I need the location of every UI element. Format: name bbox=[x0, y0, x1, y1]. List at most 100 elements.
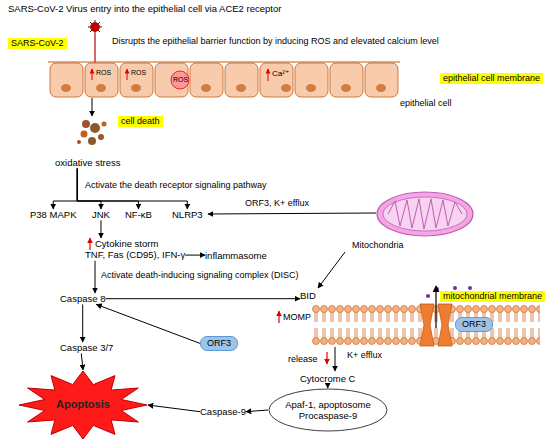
annotation-label: Mitochondria bbox=[352, 240, 404, 251]
mitochondrion bbox=[377, 192, 473, 236]
epithelial-cells bbox=[365, 63, 398, 97]
increase-arrow bbox=[435, 286, 436, 328]
epithelial-cells bbox=[96, 84, 106, 92]
signal-arrow bbox=[318, 252, 345, 288]
lipid-bilayer bbox=[312, 305, 540, 345]
cell-debris bbox=[81, 131, 88, 138]
increase-arrow bbox=[89, 238, 90, 250]
potassium-ions bbox=[468, 286, 472, 290]
ros-symbols bbox=[171, 71, 189, 89]
apoptosome-ellipse: Apaf-1, apoptosome Procaspase-9 bbox=[268, 388, 388, 432]
mitochondrion bbox=[388, 199, 462, 229]
protein-box: ORF3 bbox=[455, 317, 493, 332]
process-text: inflammasome bbox=[205, 250, 267, 261]
cell-debris bbox=[102, 122, 107, 127]
node-label: Caspase-9 bbox=[200, 406, 246, 417]
signal-connector bbox=[82, 304, 83, 342]
epithelial-cells bbox=[281, 84, 291, 92]
increase-arrow bbox=[278, 311, 279, 323]
signal-connector bbox=[185, 255, 205, 256]
node-label: SARS-CoV-2 bbox=[11, 38, 64, 49]
node-label: NF-κB bbox=[125, 209, 152, 220]
signal-connector bbox=[100, 220, 101, 238]
ion-channel bbox=[420, 304, 434, 346]
virus-icon bbox=[88, 20, 102, 34]
epithelial-cells bbox=[260, 63, 293, 97]
annotation-label: Activate the death receptor signaling pa… bbox=[85, 180, 267, 191]
node-label: epithelial cell membrane bbox=[443, 73, 540, 84]
annotation-label: Disrupts the epithelial barrier function… bbox=[112, 36, 439, 47]
cell-debris bbox=[88, 137, 96, 145]
node-label: cell death bbox=[121, 116, 160, 127]
virus-icon bbox=[90, 22, 100, 32]
annotation-label: epithelial cell bbox=[400, 98, 452, 109]
mitochondrion bbox=[377, 192, 473, 236]
epithelial-cells bbox=[295, 63, 328, 97]
highlight-tag: epithelial cell membrane bbox=[440, 73, 543, 84]
signal-connector bbox=[81, 353, 83, 370]
epithelial-cells bbox=[201, 84, 211, 92]
star-outline bbox=[19, 371, 147, 439]
signal-arrow bbox=[208, 213, 376, 214]
pathway-node: NF-κB bbox=[125, 209, 152, 220]
potassium-ions bbox=[426, 294, 430, 298]
epithelial-cells bbox=[50, 63, 83, 97]
epithelial-cells bbox=[225, 63, 258, 97]
diagram-title: SARS-CoV-2 Virus entry into the epitheli… bbox=[8, 3, 281, 14]
epithelial-cells bbox=[155, 63, 188, 97]
process-text: oxidative stress bbox=[55, 157, 120, 168]
node-label: ORF3 bbox=[462, 319, 486, 330]
protein-box: ORF3 bbox=[200, 336, 238, 351]
epithelial-cells bbox=[48, 62, 400, 63]
node-label: inflammasome bbox=[205, 250, 267, 261]
epithelial-cells bbox=[376, 84, 386, 92]
connector-label: Activate death-inducing signaling comple… bbox=[101, 270, 299, 281]
virus-icon bbox=[90, 22, 100, 32]
epithelial-cells bbox=[330, 63, 363, 97]
cell-debris bbox=[98, 134, 104, 140]
signal-connector bbox=[327, 384, 328, 388]
signal-arrow bbox=[335, 347, 336, 371]
ros-symbols bbox=[92, 69, 93, 80]
annotation-label: release bbox=[288, 354, 318, 365]
node-label: mitochondrial membrane bbox=[443, 291, 542, 302]
pathway-node: NLRP3 bbox=[172, 209, 203, 220]
annotation-label: K+ efflux bbox=[347, 350, 382, 361]
node-label: P38 MAPK bbox=[30, 209, 76, 220]
protein-node: Cytocrome C bbox=[300, 373, 355, 384]
ros-symbols bbox=[268, 69, 269, 81]
node-label: Cytocrome C bbox=[300, 373, 355, 384]
node-label: Caspase 3/7 bbox=[60, 342, 113, 353]
node-label: Cytokine storm bbox=[85, 238, 185, 249]
annotation-label: ROS bbox=[173, 76, 188, 84]
ellipse-outline bbox=[269, 389, 387, 431]
increase-arrow bbox=[326, 352, 327, 364]
protein-node: BID bbox=[300, 290, 316, 301]
node-label: ORF3 bbox=[207, 338, 231, 349]
node-label: oxidative stress bbox=[55, 157, 120, 168]
caspase-node: Caspase 8 bbox=[60, 293, 105, 304]
node-label: NLRP3 bbox=[172, 209, 203, 220]
epithelial-cells bbox=[236, 84, 246, 92]
virus-icon bbox=[91, 23, 100, 32]
cell-debris bbox=[77, 120, 107, 145]
pathway-node: JNK bbox=[92, 209, 110, 220]
cell-debris bbox=[82, 120, 90, 128]
ros-symbols bbox=[127, 69, 128, 80]
node-label: Caspase 8 bbox=[60, 293, 105, 304]
cell-death-arrow bbox=[92, 98, 93, 116]
signal-connector bbox=[96, 304, 200, 343]
node-label: Apaf-1, apoptosome Procaspase-9 bbox=[278, 399, 378, 422]
epithelial-cells bbox=[341, 84, 351, 92]
signal-connector bbox=[95, 261, 96, 293]
epithelial-cells bbox=[190, 63, 223, 97]
annotation-label: MOMP bbox=[283, 312, 311, 323]
apoptosis-star: Apoptosis bbox=[18, 370, 148, 440]
signal-connector bbox=[77, 168, 138, 209]
highlight-tag: SARS-CoV-2 bbox=[8, 38, 67, 49]
node-label: JNK bbox=[92, 209, 110, 220]
epithelial-cells bbox=[48, 62, 400, 97]
annotation-label: ORF3, K+ efflux bbox=[245, 198, 309, 209]
signal-connector bbox=[148, 405, 200, 412]
